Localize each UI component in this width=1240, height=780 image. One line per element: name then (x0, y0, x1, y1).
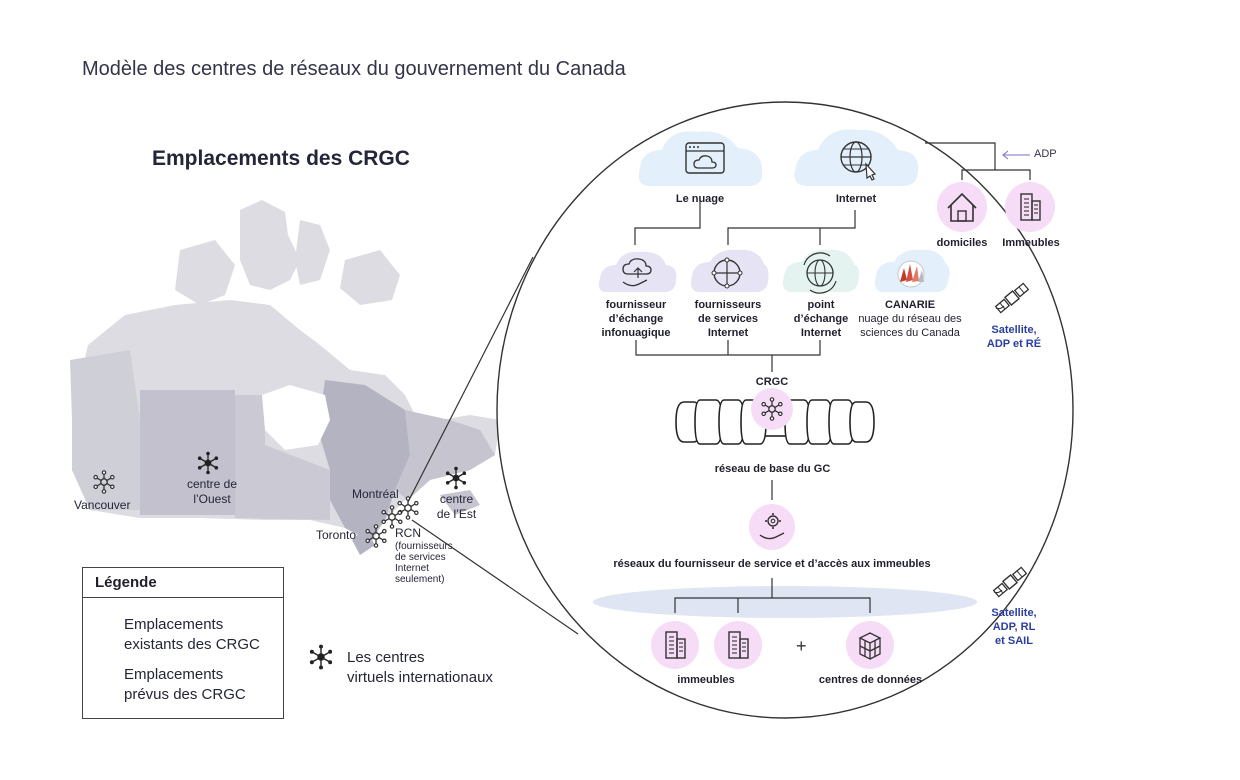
legend-title: Légende (83, 568, 283, 598)
isp-cloud (691, 249, 769, 292)
label-east-center: centre de l’Est (436, 492, 477, 521)
label-cloud-exchange: fournisseur d’échange infonuagique (601, 299, 671, 339)
label-crgc: CRGC (755, 376, 789, 388)
label-rcn-note: (fournisseurs de services Internet seule… (395, 541, 453, 585)
datacenter-icon (858, 632, 882, 661)
plus-sign: + (796, 636, 807, 656)
legend-box: Légende (82, 567, 284, 719)
label-satellite-top: Satellite, ADP et RÉ (986, 324, 1042, 350)
label-west-center: centre de l’Ouest (186, 477, 238, 506)
gear-hand-icon (759, 513, 785, 540)
label-montreal: Montréal (352, 487, 399, 501)
label-backbone: réseau de base du GC (714, 463, 831, 475)
label-isp: fournisseurs de services Internet (694, 299, 762, 339)
label-toronto: Toronto (316, 528, 357, 542)
home-icon (947, 192, 977, 222)
label-canarie-desc: nuage du réseau des sciences du Canada (858, 313, 962, 339)
international-hub-icon (309, 643, 333, 671)
canada-map (70, 200, 500, 555)
legend-existing-label: Emplacements existants des CRGC (124, 616, 260, 653)
legend-planned-label: Emplacements prévus des CRGC (124, 666, 246, 703)
label-homes: domiciles (936, 237, 988, 249)
label-internet: Internet (835, 193, 877, 205)
label-ixp: point d’échange Internet (793, 299, 849, 339)
label-satellite-bottom: Satellite, ADP, RL et SAIL (991, 607, 1037, 647)
label-rcn: RCN (395, 526, 421, 540)
access-network-ellipse (593, 586, 977, 618)
map-title: Emplacements des CRGC (152, 147, 410, 170)
label-cloud: Le nuage (675, 193, 725, 205)
canarie-cloud (875, 249, 950, 292)
ixp-cloud (783, 249, 860, 294)
label-buildings-bottom: immeubles (677, 674, 735, 686)
label-datacenters: centres de données (818, 674, 923, 686)
label-vancouver: Vancouver (74, 498, 131, 512)
label-access-networks: réseaux du fournisseur de service et d’a… (613, 558, 931, 570)
label-canarie: CANARIE (884, 299, 936, 311)
label-buildings-top: Immeubles (1002, 237, 1060, 249)
international-label: Les centres virtuels internationaux (347, 649, 493, 686)
internet-cloud (794, 129, 919, 186)
cloud-provider-cloud (638, 131, 763, 186)
page-title: Modèle des centres de réseaux du gouvern… (82, 58, 626, 80)
cloud-exchange-cloud (598, 251, 677, 292)
label-adp-arrow: ADP (1034, 148, 1057, 160)
